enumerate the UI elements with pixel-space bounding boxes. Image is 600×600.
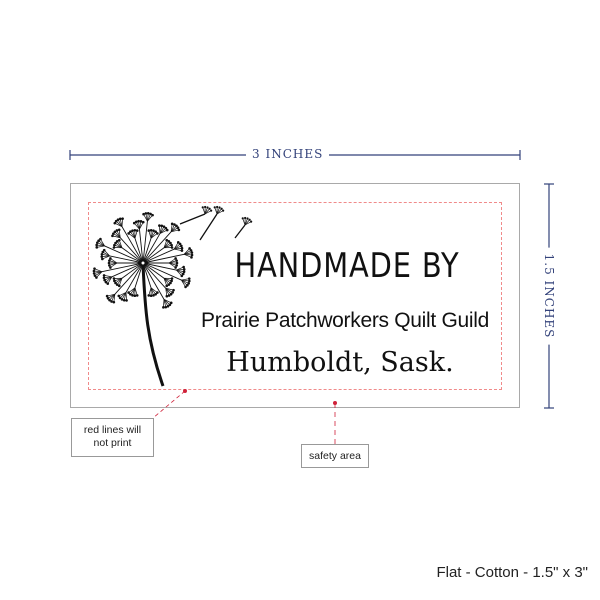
red-lines-callout: red lines will not print (71, 418, 154, 457)
label-location: Humboldt, Sask. (226, 347, 454, 378)
red-lines-marker (183, 389, 187, 393)
dandelion-icon (92, 205, 253, 387)
product-description: Flat - Cotton - 1.5" x 3" (436, 564, 588, 581)
width-label: 3 INCHES (246, 147, 330, 161)
safety-area-callout: safety area (301, 444, 369, 468)
safety-area-outline (88, 202, 502, 390)
label-heading: HANDMADE BY (234, 246, 460, 286)
safety-area-marker (333, 401, 337, 405)
label-name: Prairie Patchworkers Quilt Guild (201, 309, 489, 332)
